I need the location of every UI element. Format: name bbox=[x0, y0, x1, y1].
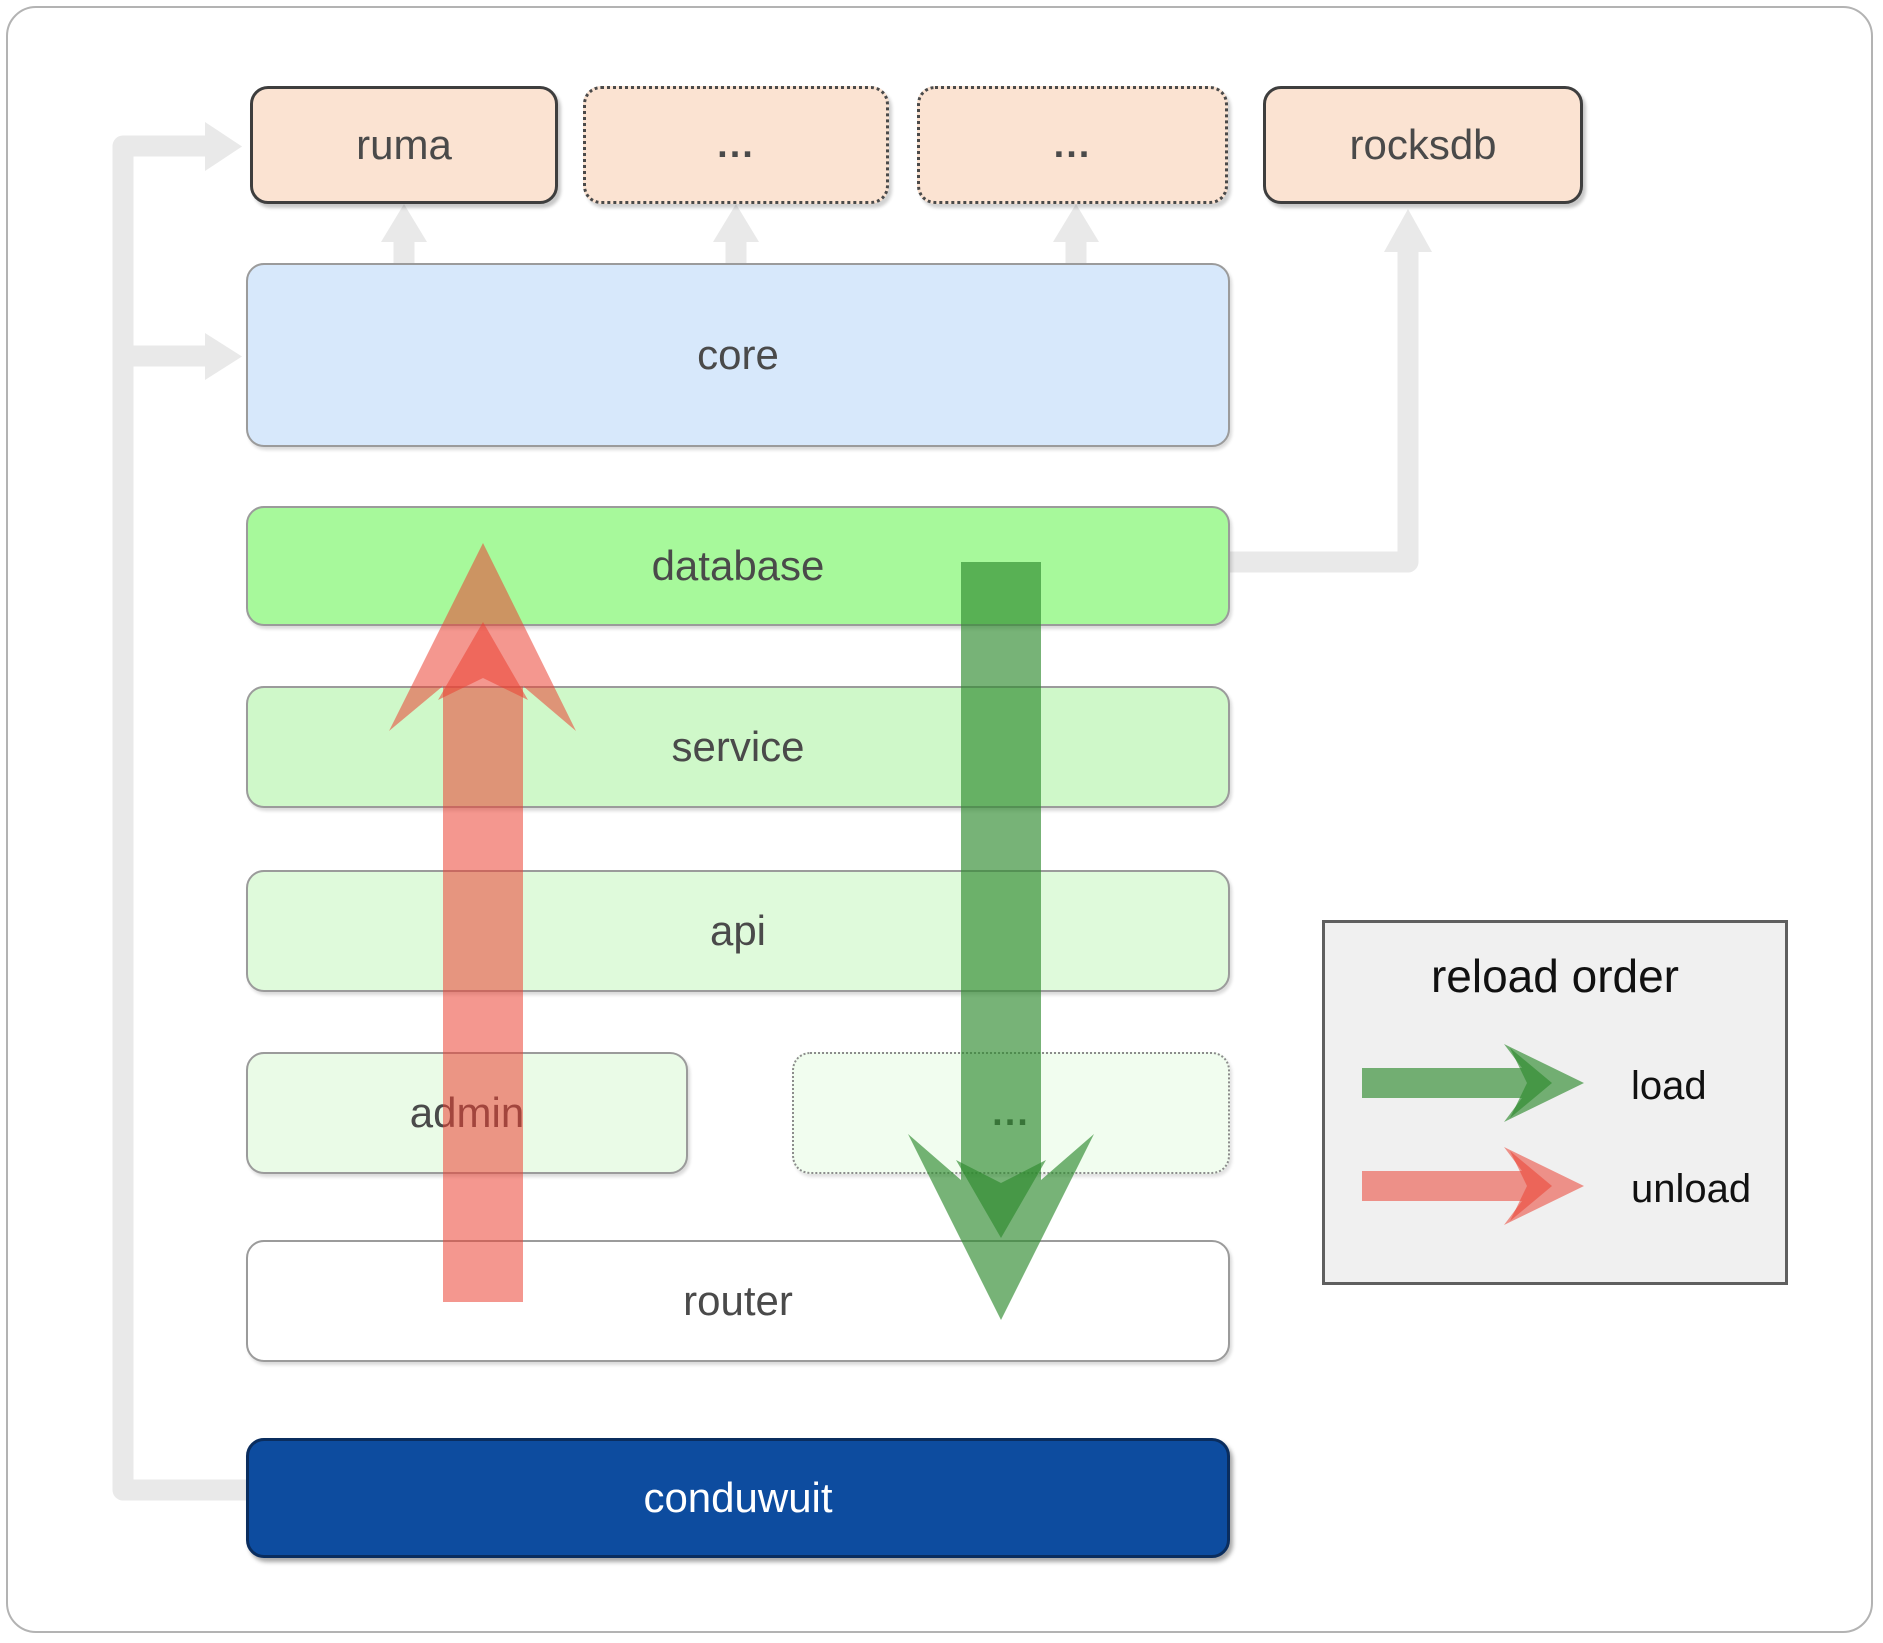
box-database: database bbox=[246, 506, 1230, 626]
box-api: api bbox=[246, 870, 1230, 992]
diagram-outer-frame bbox=[6, 6, 1873, 1633]
box-ruma-label: ruma bbox=[356, 121, 452, 168]
box-dependency-dots-1: ... bbox=[583, 86, 889, 204]
legend-unload-label: unload bbox=[1631, 1167, 1752, 1211]
box-database-label: database bbox=[651, 542, 825, 589]
box-core: core bbox=[246, 263, 1230, 447]
legend-title: reload order bbox=[1430, 950, 1680, 1002]
box-router: router bbox=[246, 1240, 1230, 1362]
box-service: service bbox=[246, 686, 1230, 808]
box-admin: admin bbox=[246, 1052, 688, 1174]
box-rocksdb: rocksdb bbox=[1263, 86, 1583, 204]
box-service-label: service bbox=[671, 723, 805, 770]
box-dependency-dots-2: ... bbox=[917, 86, 1228, 204]
box-dots2-label: ... bbox=[1053, 123, 1092, 166]
box-router-label: router bbox=[683, 1277, 793, 1324]
box-api-label: api bbox=[709, 907, 767, 954]
box-ruma: ruma bbox=[250, 86, 558, 204]
legend-panel: reload order load unload bbox=[1322, 920, 1788, 1285]
box-service-dots-label: ... bbox=[992, 1091, 1030, 1134]
box-rocksdb-label: rocksdb bbox=[1349, 121, 1497, 168]
box-service-dots: ... bbox=[792, 1052, 1230, 1174]
box-dots1-label: ... bbox=[717, 123, 755, 166]
box-conduwuit: conduwuit bbox=[246, 1438, 1230, 1558]
box-admin-label: admin bbox=[409, 1089, 525, 1136]
box-core-label: core bbox=[697, 331, 779, 378]
legend-load-label: load bbox=[1631, 1064, 1707, 1108]
box-conduwuit-label: conduwuit bbox=[643, 1474, 833, 1521]
